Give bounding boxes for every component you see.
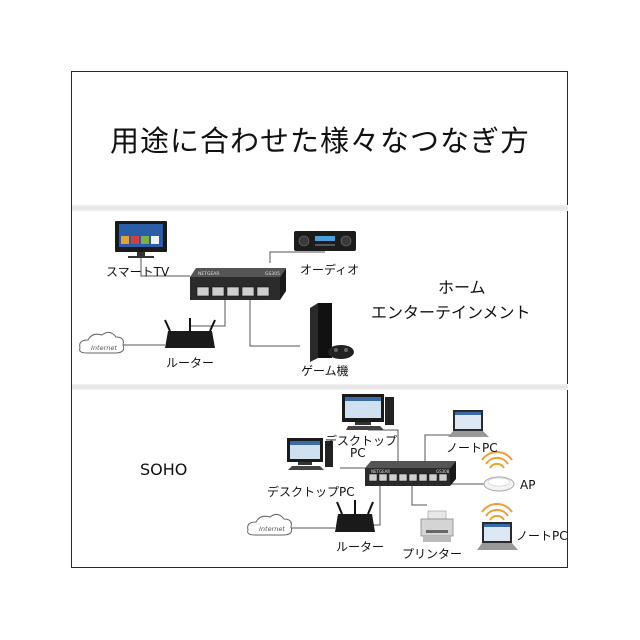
smart-tv-label: スマートTV [106, 263, 169, 280]
home-switch-brand: NETGEAR [198, 271, 220, 277]
desktop-pc-top-label-line2: PC [350, 446, 366, 460]
smart-tv-icon [115, 221, 167, 258]
soho-heading: SOHO [140, 460, 187, 479]
access-point-icon [484, 477, 514, 491]
audio-label: オーディオ [300, 261, 359, 278]
soho-switch-model: GS308 [436, 469, 450, 474]
soho-internet-label: Internet [259, 525, 285, 533]
notebook-pc-bottom-icon [477, 522, 518, 550]
notebook-pc-bottom-label: ノートPC [516, 527, 568, 544]
notebook-pc-top-label: ノートPC [446, 439, 498, 456]
home-router-label: ルーター [166, 354, 214, 371]
game-console-icon [310, 303, 354, 362]
home-switch-model: GS305 [265, 271, 280, 277]
soho-switch-brand: NETGEAR [371, 469, 390, 474]
printer-label: プリンター [402, 545, 462, 562]
home-internet-label: Internet [91, 344, 117, 352]
notebook-pc-top-icon [448, 410, 489, 437]
home-heading-line2: エンターテインメント [371, 299, 531, 323]
soho-router-label: ルーター [336, 538, 384, 555]
audio-receiver-icon [294, 231, 356, 251]
home-router-icon [165, 318, 215, 348]
home-heading-line1: ホーム [438, 274, 486, 298]
soho-router-icon [335, 500, 375, 532]
notebook-wireless-signal-icon [482, 504, 512, 520]
game-console-label: ゲーム機 [301, 362, 349, 379]
ap-label: AP [520, 478, 535, 492]
desktop-pc-top-icon [342, 394, 394, 430]
printer-icon [421, 511, 453, 542]
desktop-pc-left-label: デスクトップPC [267, 483, 355, 500]
